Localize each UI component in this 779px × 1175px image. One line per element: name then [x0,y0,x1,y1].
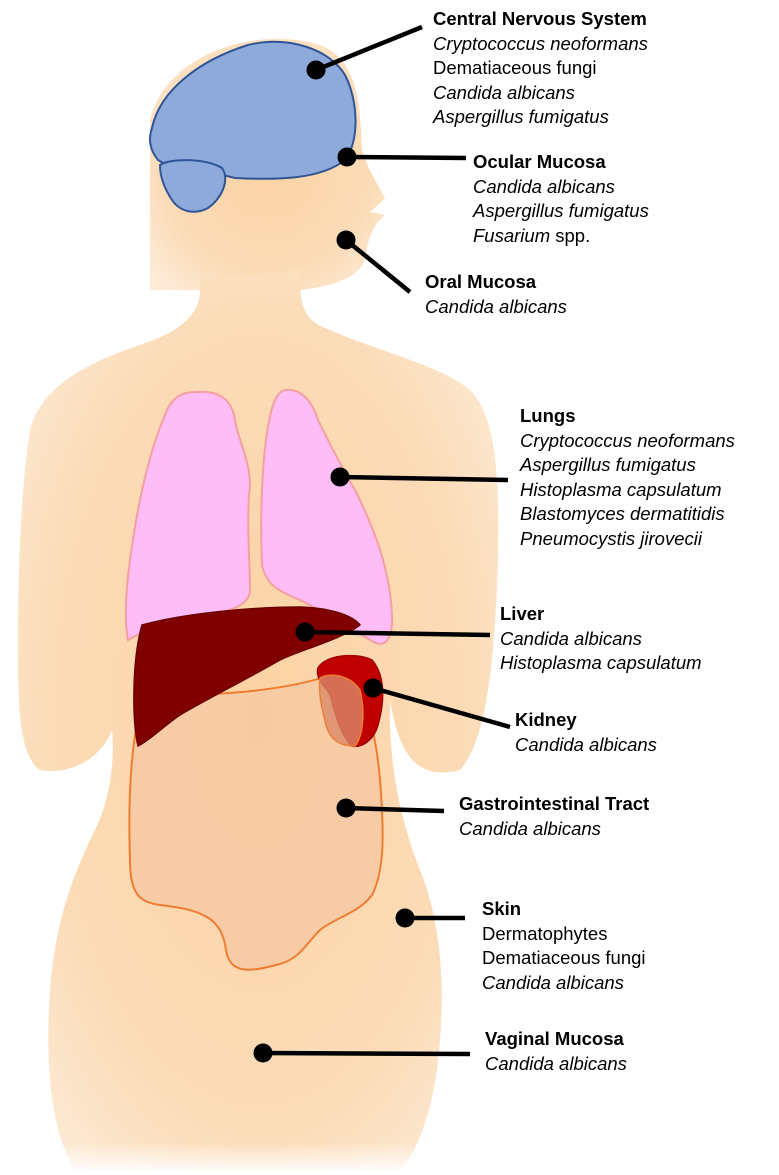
callout-lines: Candida albicans [459,817,649,842]
organism-name: Candida albicans [485,1053,627,1074]
organism-name: Candida albicans [459,818,601,839]
callout-kidney: Kidney Candida albicans [515,708,657,757]
pointer-line-liver [305,632,490,635]
pointer-line-cns [316,27,422,70]
organism-name: Blastomyces dermatitidis [520,503,725,524]
organism-name: Aspergillus fumigatus [473,200,649,221]
organism-text: spp. [550,225,590,246]
callout-lines: Candida albicans [515,733,657,758]
organism-name: Aspergillus fumigatus [433,106,609,127]
pointer-dot-oral [337,231,356,250]
callout-line: Candida albicans [500,627,702,652]
callout-title: Kidney [515,708,657,733]
callout-line: Dermatophytes [482,922,646,947]
bottom-fade [0,980,779,1170]
pointer-dot-kidney [364,679,383,698]
callout-line: Pneumocystis jirovecii [520,527,735,552]
organism-name: Pneumocystis jirovecii [520,528,702,549]
organism-name: Aspergillus fumigatus [520,454,696,475]
callout-lines: Candida albicans [485,1052,627,1077]
organism-name: Candida albicans [500,628,642,649]
callout-lines: Candida albicans [425,295,567,320]
callout-title: Ocular Mucosa [473,150,649,175]
pointer-dot-liver [296,623,315,642]
organism-name: Fusarium [473,225,550,246]
organism-text: Dematiaceous fungi [482,947,646,968]
callout-title: Liver [500,602,702,627]
organism-name: Histoplasma capsulatum [520,479,722,500]
organism-name: Candida albicans [482,972,624,993]
callout-line: Candida albicans [433,81,648,106]
callout-title: Central Nervous System [433,7,648,32]
pointer-line-vaginal [263,1053,470,1054]
callout-vaginal-mucosa: Vaginal Mucosa Candida albicans [485,1027,627,1076]
callout-oral-mucosa: Oral Mucosa Candida albicans [425,270,567,319]
callout-title: Vaginal Mucosa [485,1027,627,1052]
callout-line: Dematiaceous fungi [482,946,646,971]
organism-name: Candida albicans [425,296,567,317]
pointer-dot-gi [337,799,356,818]
callout-line: Candida albicans [459,817,649,842]
pointer-dot-vaginal [254,1044,273,1063]
callout-line: Aspergillus fumigatus [433,105,648,130]
callout-line: Aspergillus fumigatus [520,453,735,478]
callout-line: Aspergillus fumigatus [473,199,649,224]
callout-line: Blastomyces dermatitidis [520,502,735,527]
organism-name: Candida albicans [433,82,575,103]
brain-cerebrum [150,42,356,179]
organism-text: Dermatophytes [482,923,607,944]
pointer-line-ocular [347,157,466,158]
callout-title: Gastrointestinal Tract [459,792,649,817]
callout-line: Fusarium spp. [473,224,649,249]
callout-line: Candida albicans [425,295,567,320]
pointer-dot-skin [396,909,415,928]
callout-title: Skin [482,897,646,922]
organism-name: Cryptococcus neoformans [520,430,735,451]
organism-text: Dematiaceous fungi [433,57,597,78]
pointer-line-gi [346,808,444,811]
pointer-dot-cns [307,61,326,80]
callout-title: Lungs [520,404,735,429]
callout-line: Histoplasma capsulatum [520,478,735,503]
callout-title: Oral Mucosa [425,270,567,295]
callout-line: Candida albicans [515,733,657,758]
callout-central-nervous-system: Central Nervous System Cryptococcus neof… [433,7,648,130]
callout-line: Cryptococcus neoformans [520,429,735,454]
callout-gastrointestinal-tract: Gastrointestinal Tract Candida albicans [459,792,649,841]
organism-name: Cryptococcus neoformans [433,33,648,54]
pointer-dot-lungs [331,468,350,487]
callout-line: Candida albicans [485,1052,627,1077]
callout-line: Cryptococcus neoformans [433,32,648,57]
organism-name: Candida albicans [473,176,615,197]
callout-line: Candida albicans [473,175,649,200]
organism-name: Candida albicans [515,734,657,755]
callout-line: Histoplasma capsulatum [500,651,702,676]
callout-line: Candida albicans [482,971,646,996]
callout-line: Dematiaceous fungi [433,56,648,81]
organism-name: Histoplasma capsulatum [500,652,702,673]
pointer-dot-ocular [338,148,357,167]
pointer-line-lungs [340,477,508,480]
